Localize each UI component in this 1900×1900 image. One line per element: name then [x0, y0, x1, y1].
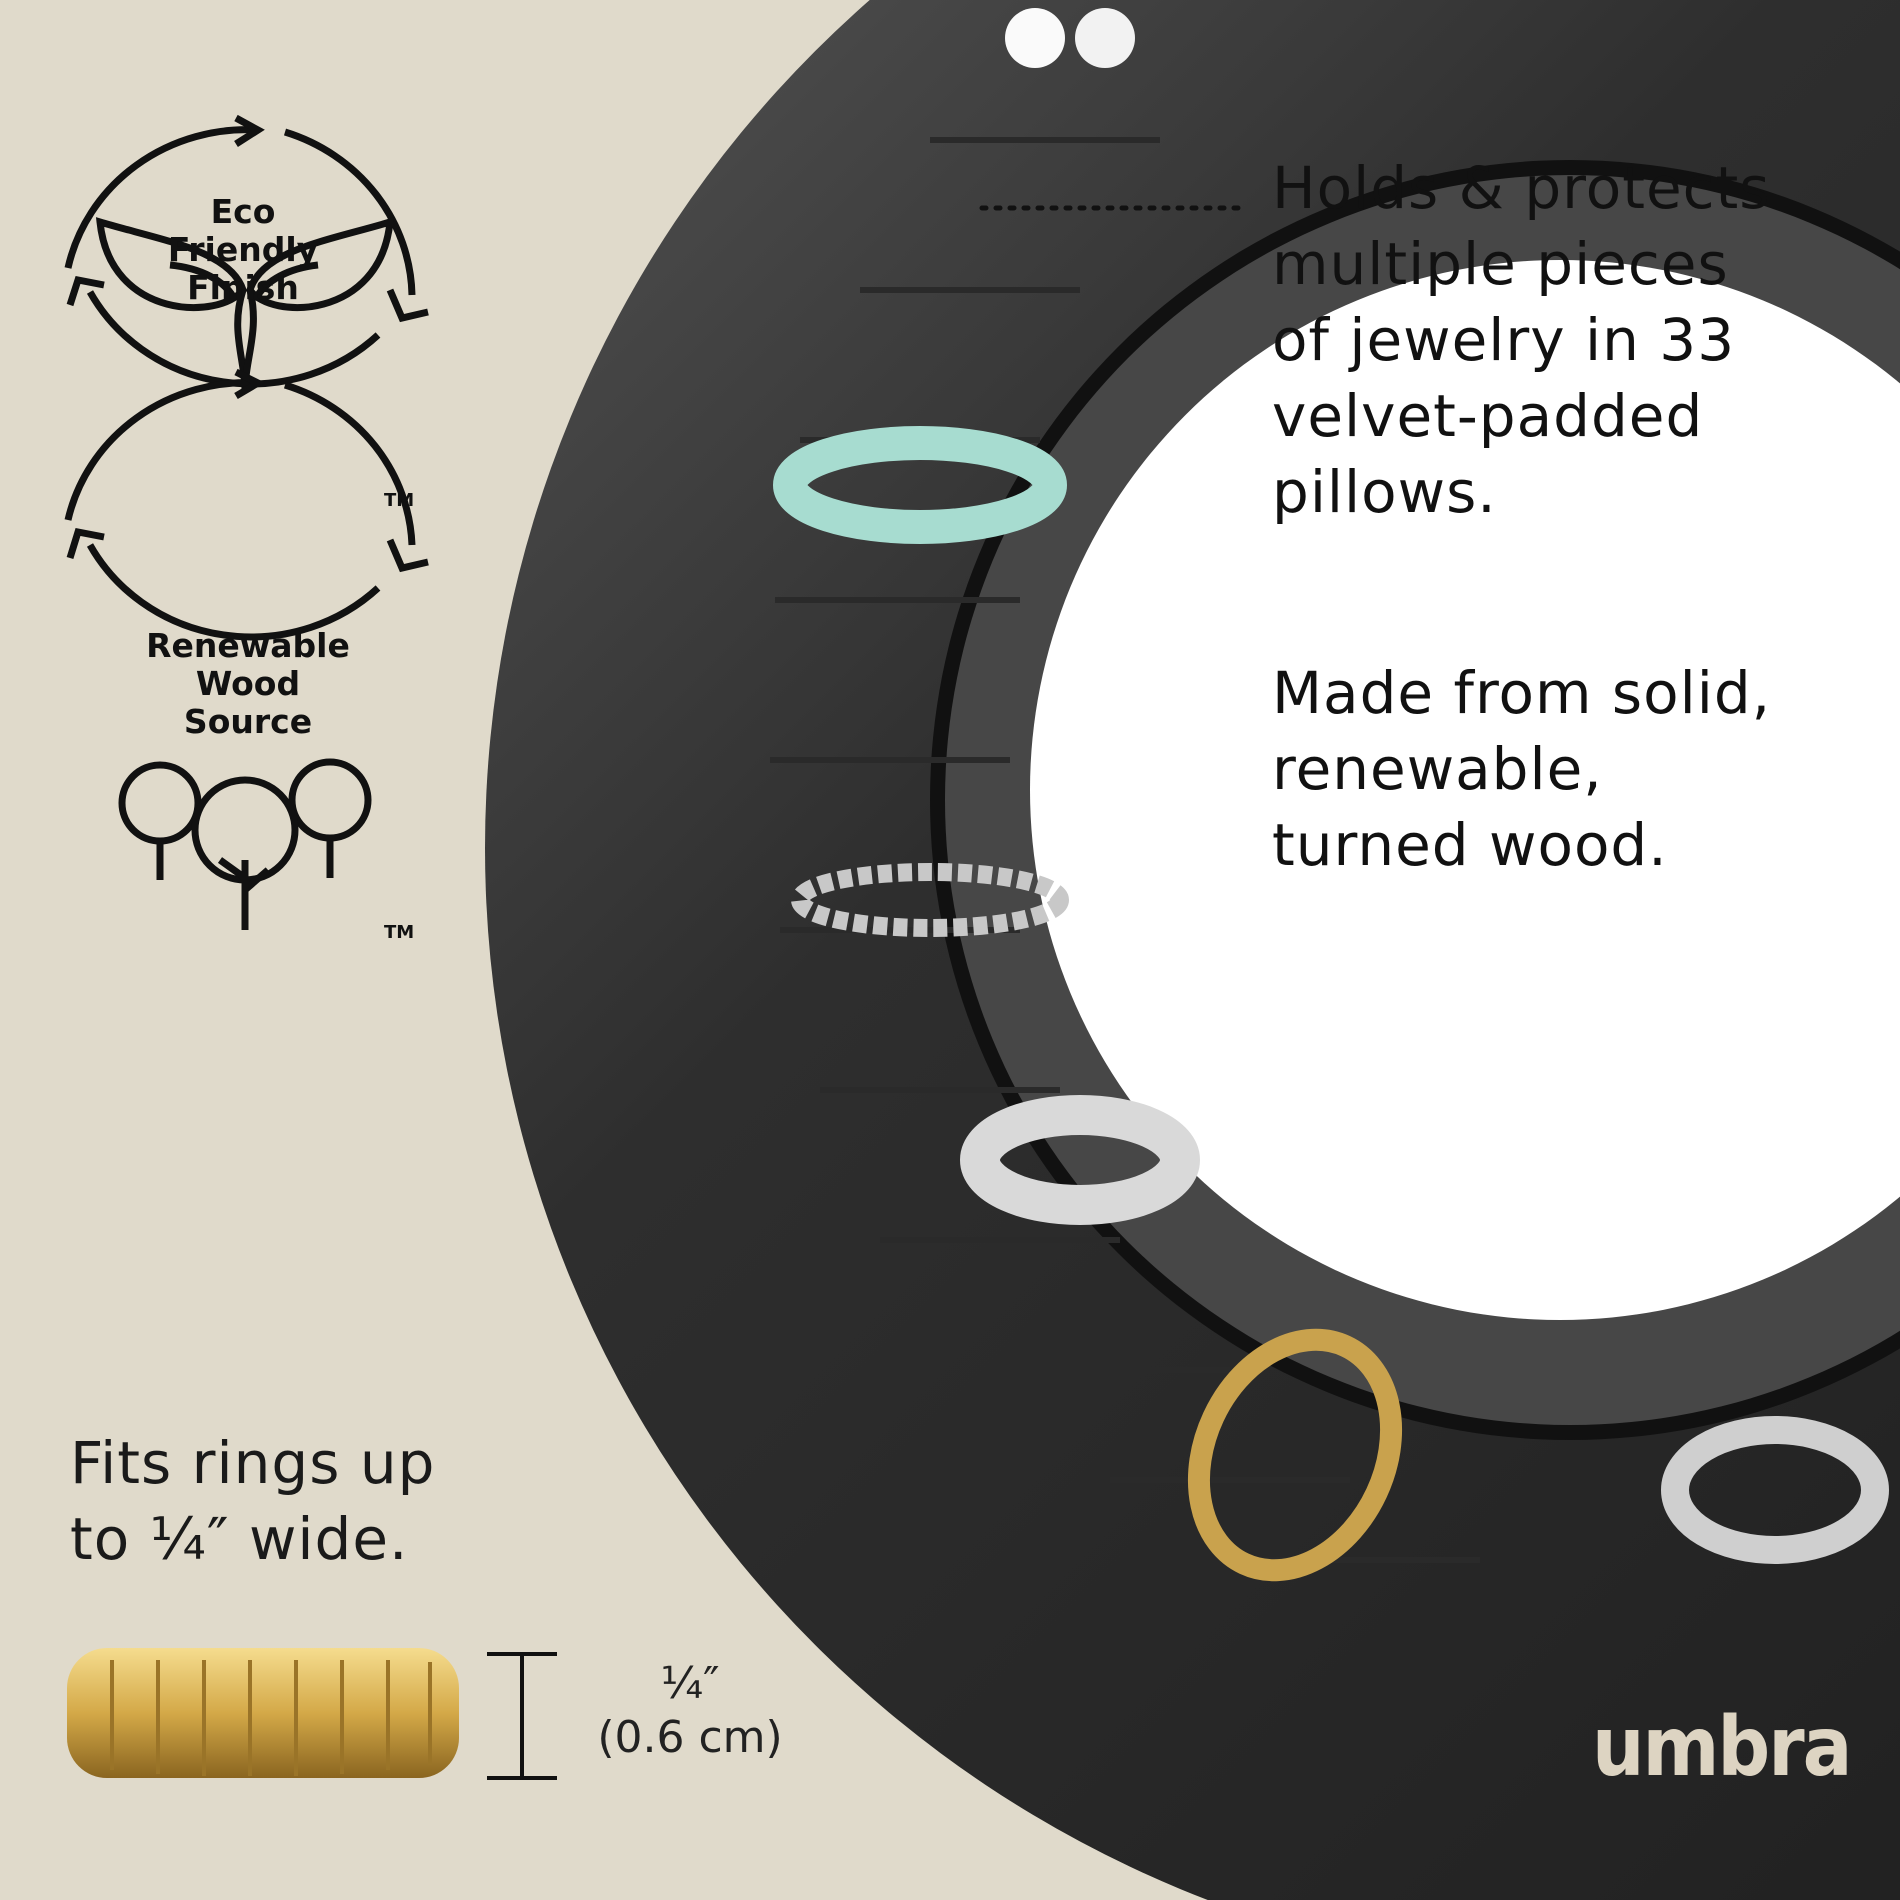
feature-line: of jewelry in 33 [1272, 306, 1736, 374]
badge-line: Renewable [146, 626, 350, 665]
umbra-logo: umbra [1592, 1700, 1852, 1795]
feature-line: velvet-padded [1272, 382, 1704, 450]
trees-icon [118, 758, 372, 930]
fit-text: Fits rings up to ¼″ wide. [70, 1425, 435, 1577]
badge-label-eco: Eco Friendly Finish [113, 193, 373, 307]
pearl-earring [1005, 8, 1065, 68]
feature-line: renewable, [1272, 735, 1603, 803]
silver-dome-ring [960, 1095, 1200, 1225]
renewable-wood-source-badge [64, 368, 429, 930]
velvet-pillows [770, 137, 1480, 1563]
trademark-mark: TM [384, 490, 415, 511]
badge-line: Finish [187, 268, 299, 307]
feature-line: multiple pieces [1272, 230, 1729, 298]
ring-inner-white [1030, 260, 1900, 1320]
feature-material-text: Made from solid, renewable, turned wood. [1272, 655, 1771, 883]
badge-line: Wood [195, 664, 301, 703]
feature-line: Made from solid, [1272, 659, 1772, 727]
dimension-cm: (0.6 cm) [597, 1712, 783, 1763]
feature-line: Holds & protects [1272, 154, 1771, 222]
gold-ring-illustration [67, 1648, 459, 1778]
badge-line: Source [183, 702, 313, 741]
beaded-silver-ring [791, 863, 1069, 937]
fit-line: Fits rings up [70, 1429, 436, 1497]
feature-line: pillows. [1272, 458, 1497, 526]
trademark-mark: TM [384, 922, 415, 943]
dimension-inches: ¼″ [660, 1658, 720, 1709]
badge-line: Friendly [167, 230, 319, 269]
badge-line: Eco [210, 192, 276, 231]
fit-line: to ¼″ wide. [70, 1505, 409, 1573]
silver-band-ring [1661, 1416, 1889, 1564]
mint-ring [773, 426, 1067, 544]
feature-holds-text: Holds & protects multiple pieces of jewe… [1272, 150, 1771, 530]
dimension-bracket [487, 1652, 557, 1780]
pearl-earring [1075, 8, 1135, 68]
feature-line: turned wood. [1272, 811, 1668, 879]
badge-label-renewable: Renewable Wood Source [118, 627, 378, 741]
gold-band-ring [1187, 1328, 1403, 1582]
